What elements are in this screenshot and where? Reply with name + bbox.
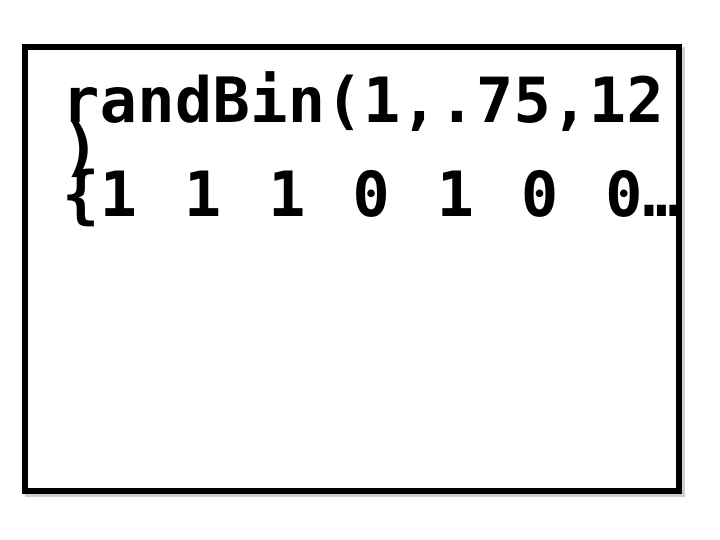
calculator-screen-frame: randBin(1,.75,12 ) {1 1 1 0 1 0 0… bbox=[22, 44, 682, 494]
command-line-2-wrapped-paren: ) bbox=[62, 111, 100, 184]
command-line-1: randBin(1,.75,12 bbox=[62, 64, 665, 137]
result-line: {1 1 1 0 1 0 0… bbox=[62, 158, 681, 231]
